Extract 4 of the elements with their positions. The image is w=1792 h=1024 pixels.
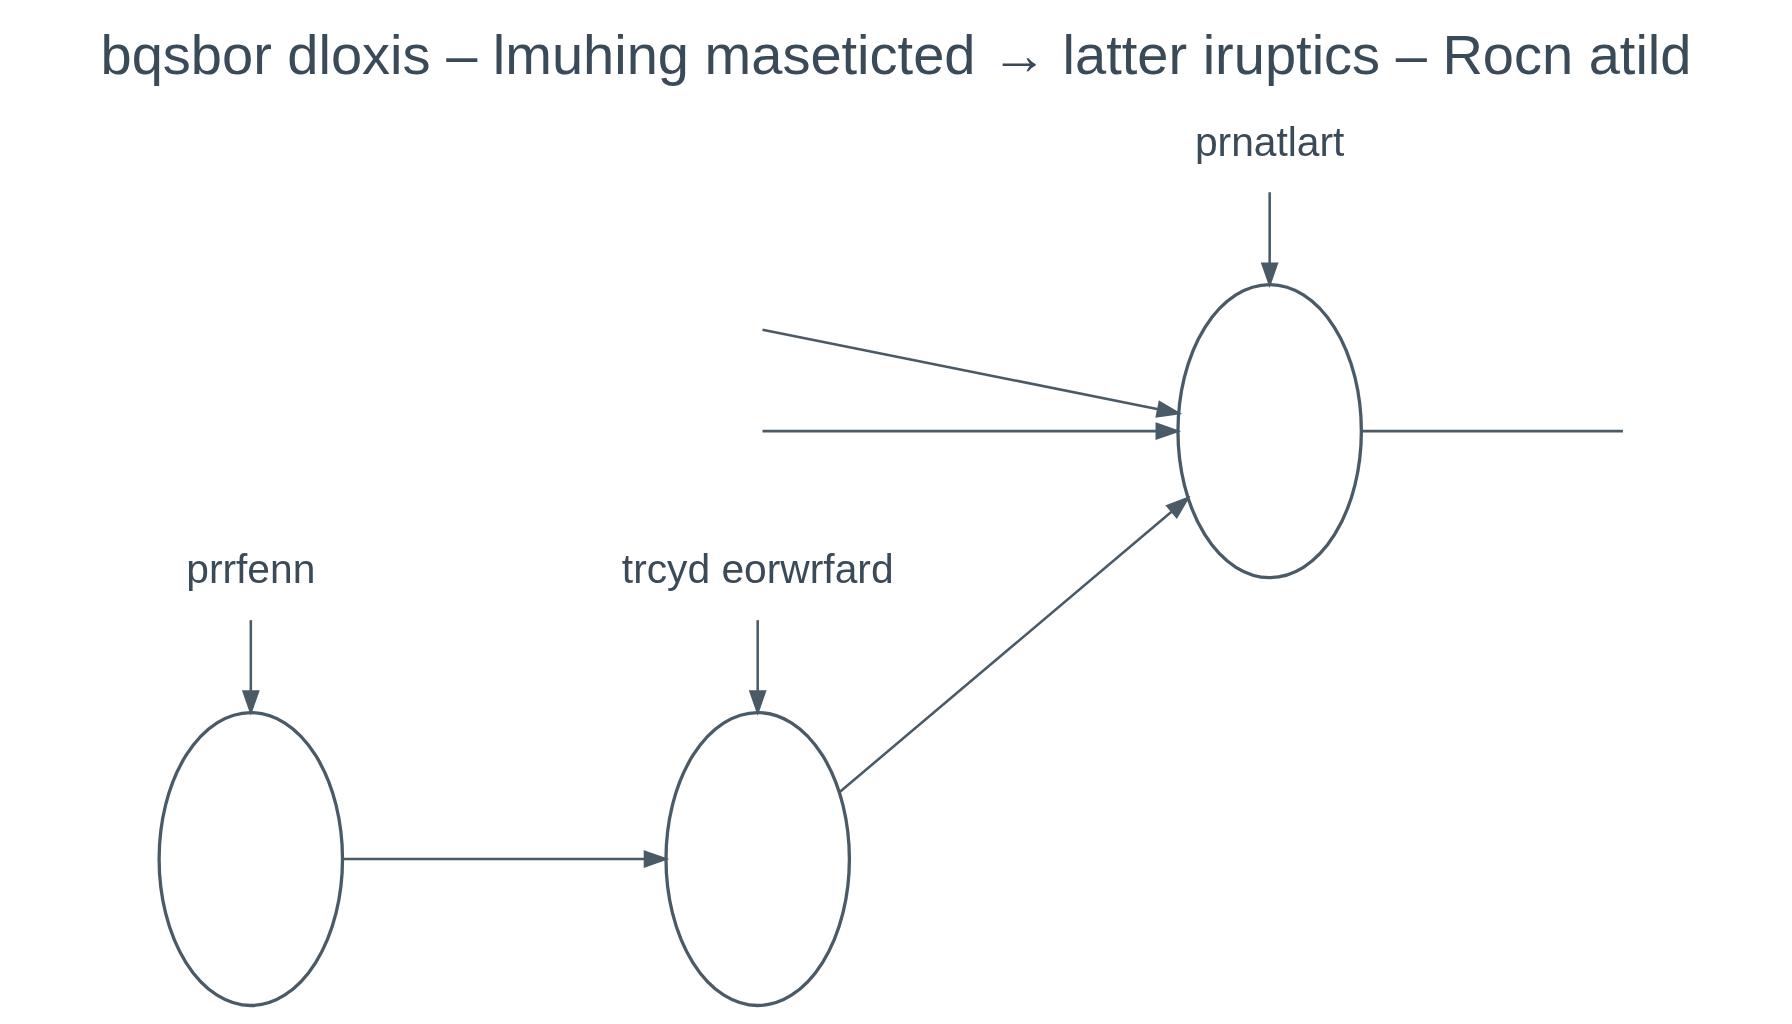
node-text: prnatlart: [1194, 118, 1345, 165]
diagram-title: bqsbor dloxis – lmuhing maseticted → latter iruptics – Rocn atild: [100, 22, 1692, 86]
node-text: prrfenn: [186, 546, 316, 593]
node-text: trcyd eorwrfard: [621, 546, 894, 593]
